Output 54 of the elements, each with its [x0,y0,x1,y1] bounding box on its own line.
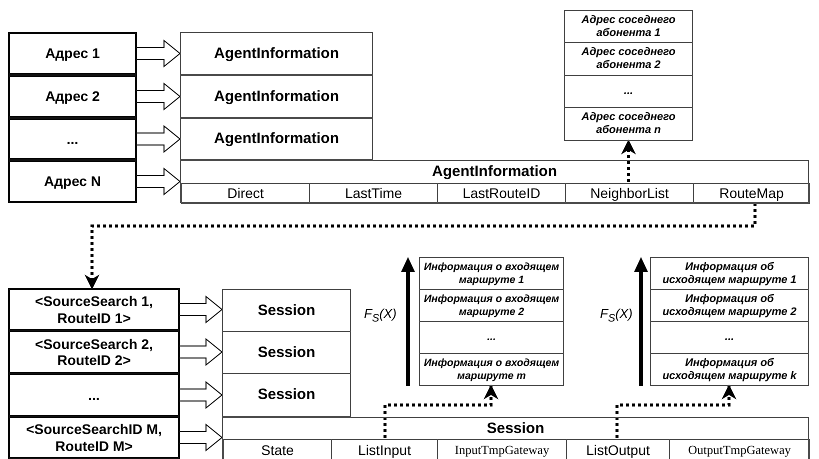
key-box: ... [8,373,180,417]
field-cell: ListOutput [566,439,670,459]
table-box [180,160,809,203]
list-item-box: Адрес соседнего абонента 1 [564,10,693,43]
record-box: Session [222,373,351,417]
list-item-box: Информация о входящем маршруте m [419,353,564,386]
key-box: <SourceSearch 2, RouteID 2> [8,330,180,374]
list-item-box: Адрес соседнего абонента n [564,107,693,141]
field-cell: InputTmpGateway [437,439,567,459]
field-cell: LastTime [309,183,438,204]
address-box: Адрес N [8,160,137,203]
block-arrow [136,39,181,68]
record-box: Session [222,331,351,374]
list-item-box: Информация об исходящем маршруте 1 [650,257,809,290]
block-arrow [180,423,223,452]
list-item-box: Информация об исходящем маршруте 2 [650,289,809,322]
block-arrow [180,380,223,410]
field-cell: LastRouteID [437,183,566,204]
list-item-box: ... [419,321,564,354]
block-arrow [180,295,223,324]
table-title: Session [486,419,546,439]
field-cell: OutputTmpGateway [669,439,810,459]
dotted-arrow [621,140,636,182]
function-label: F$_{S}$(X) [600,306,633,325]
block-arrow [136,82,181,111]
address-box: Адрес 1 [8,32,137,75]
function-label: F$_{S}$(X) [364,306,397,325]
field-cell: RouteMap [693,183,810,204]
block-arrow [136,167,181,196]
record-box: AgentInformation [180,32,373,75]
dotted-arrow [616,384,736,438]
list-item-box: ... [564,75,693,108]
list-item-box: Информация о входящем маршруте 2 [419,289,564,322]
field-cell: ListInput [331,439,438,459]
list-item-box: Информация об исходящем маршруте k [650,353,809,386]
field-cell: NeighborList [565,183,694,204]
dotted-arrow [384,384,498,438]
address-box: ... [8,118,137,160]
field-cell: Direct [181,183,310,204]
key-box: <SourceSearchID M, RouteID M> [8,416,180,459]
key-box: <SourceSearch 1, RouteID 1> [8,288,180,331]
address-box: Адрес 2 [8,75,137,118]
block-arrow [136,124,181,154]
record-box: AgentInformation [180,75,373,118]
record-box: Session [222,289,351,332]
table-title: AgentInformation [431,162,558,182]
block-arrow [180,338,223,366]
table-box [222,417,809,459]
field-cell: State [223,439,332,459]
list-item-box: ... [650,321,809,354]
record-box: AgentInformation [180,118,373,160]
dotted-arrow [84,203,756,290]
list-item-box: Адрес соседнего абонента 2 [564,42,693,76]
list-item-box: Информация о входящем маршруте 1 [419,257,564,290]
